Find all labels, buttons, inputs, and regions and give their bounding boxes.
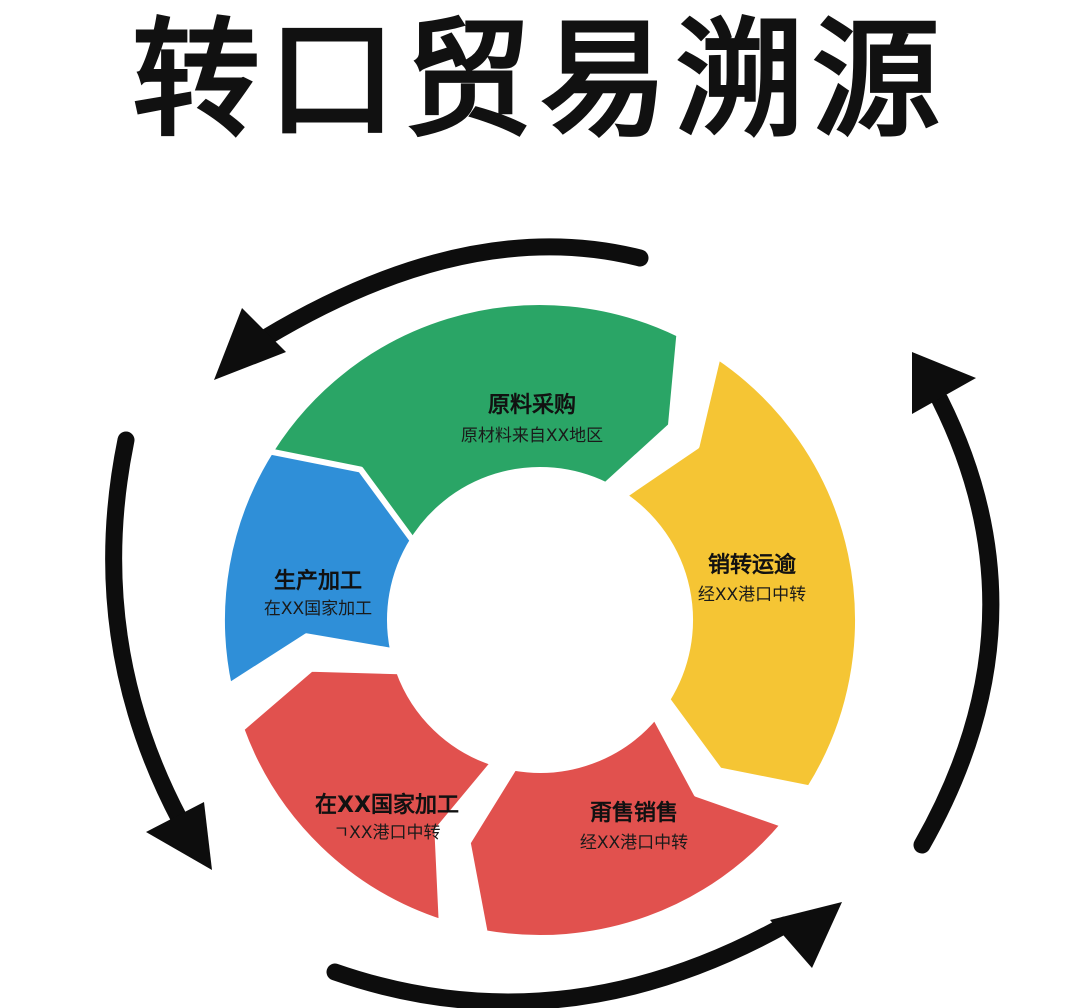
processing2-sub: ㄱXX港口中转 [334,823,441,843]
processing2-label: 在XX国家加工 [315,792,459,818]
transit-sub: 经XX港口中转 [698,585,806,605]
top-arrow-head [214,308,286,380]
segment-labels: 原料采购 原材料来自XX地区 销转运逾 经XX港口中转 甭售销售 经XX港口中转… [264,392,806,853]
bottom-arrow-head [770,902,842,968]
transit-label: 销转运逾 [708,552,797,578]
bottom-arrow [326,916,794,1008]
page-title: 转口贸易溯源 [131,6,948,155]
production-label: 生产加工 [274,569,362,594]
segment-sales [464,713,787,942]
right-arrow-head [912,352,976,414]
top-arrow [256,238,649,347]
left-arrow [105,431,189,829]
segment-processing2 [238,665,497,926]
segment-production [219,448,416,690]
right-arrow [913,391,1000,854]
ring-center [394,474,686,766]
procurement-sub: 原材料来自XX地区 [461,426,603,446]
left-arrow-head [146,802,212,870]
procurement-label: 原料采购 [488,392,576,418]
production-sub: 在XX国家加工 [264,599,372,619]
sales-label: 甭售销售 [590,800,678,826]
sales-sub: 经XX港口中转 [580,833,688,853]
outer-cycle-arrows [105,238,1000,1008]
segment-transit [620,353,861,792]
process-ring [219,299,861,942]
